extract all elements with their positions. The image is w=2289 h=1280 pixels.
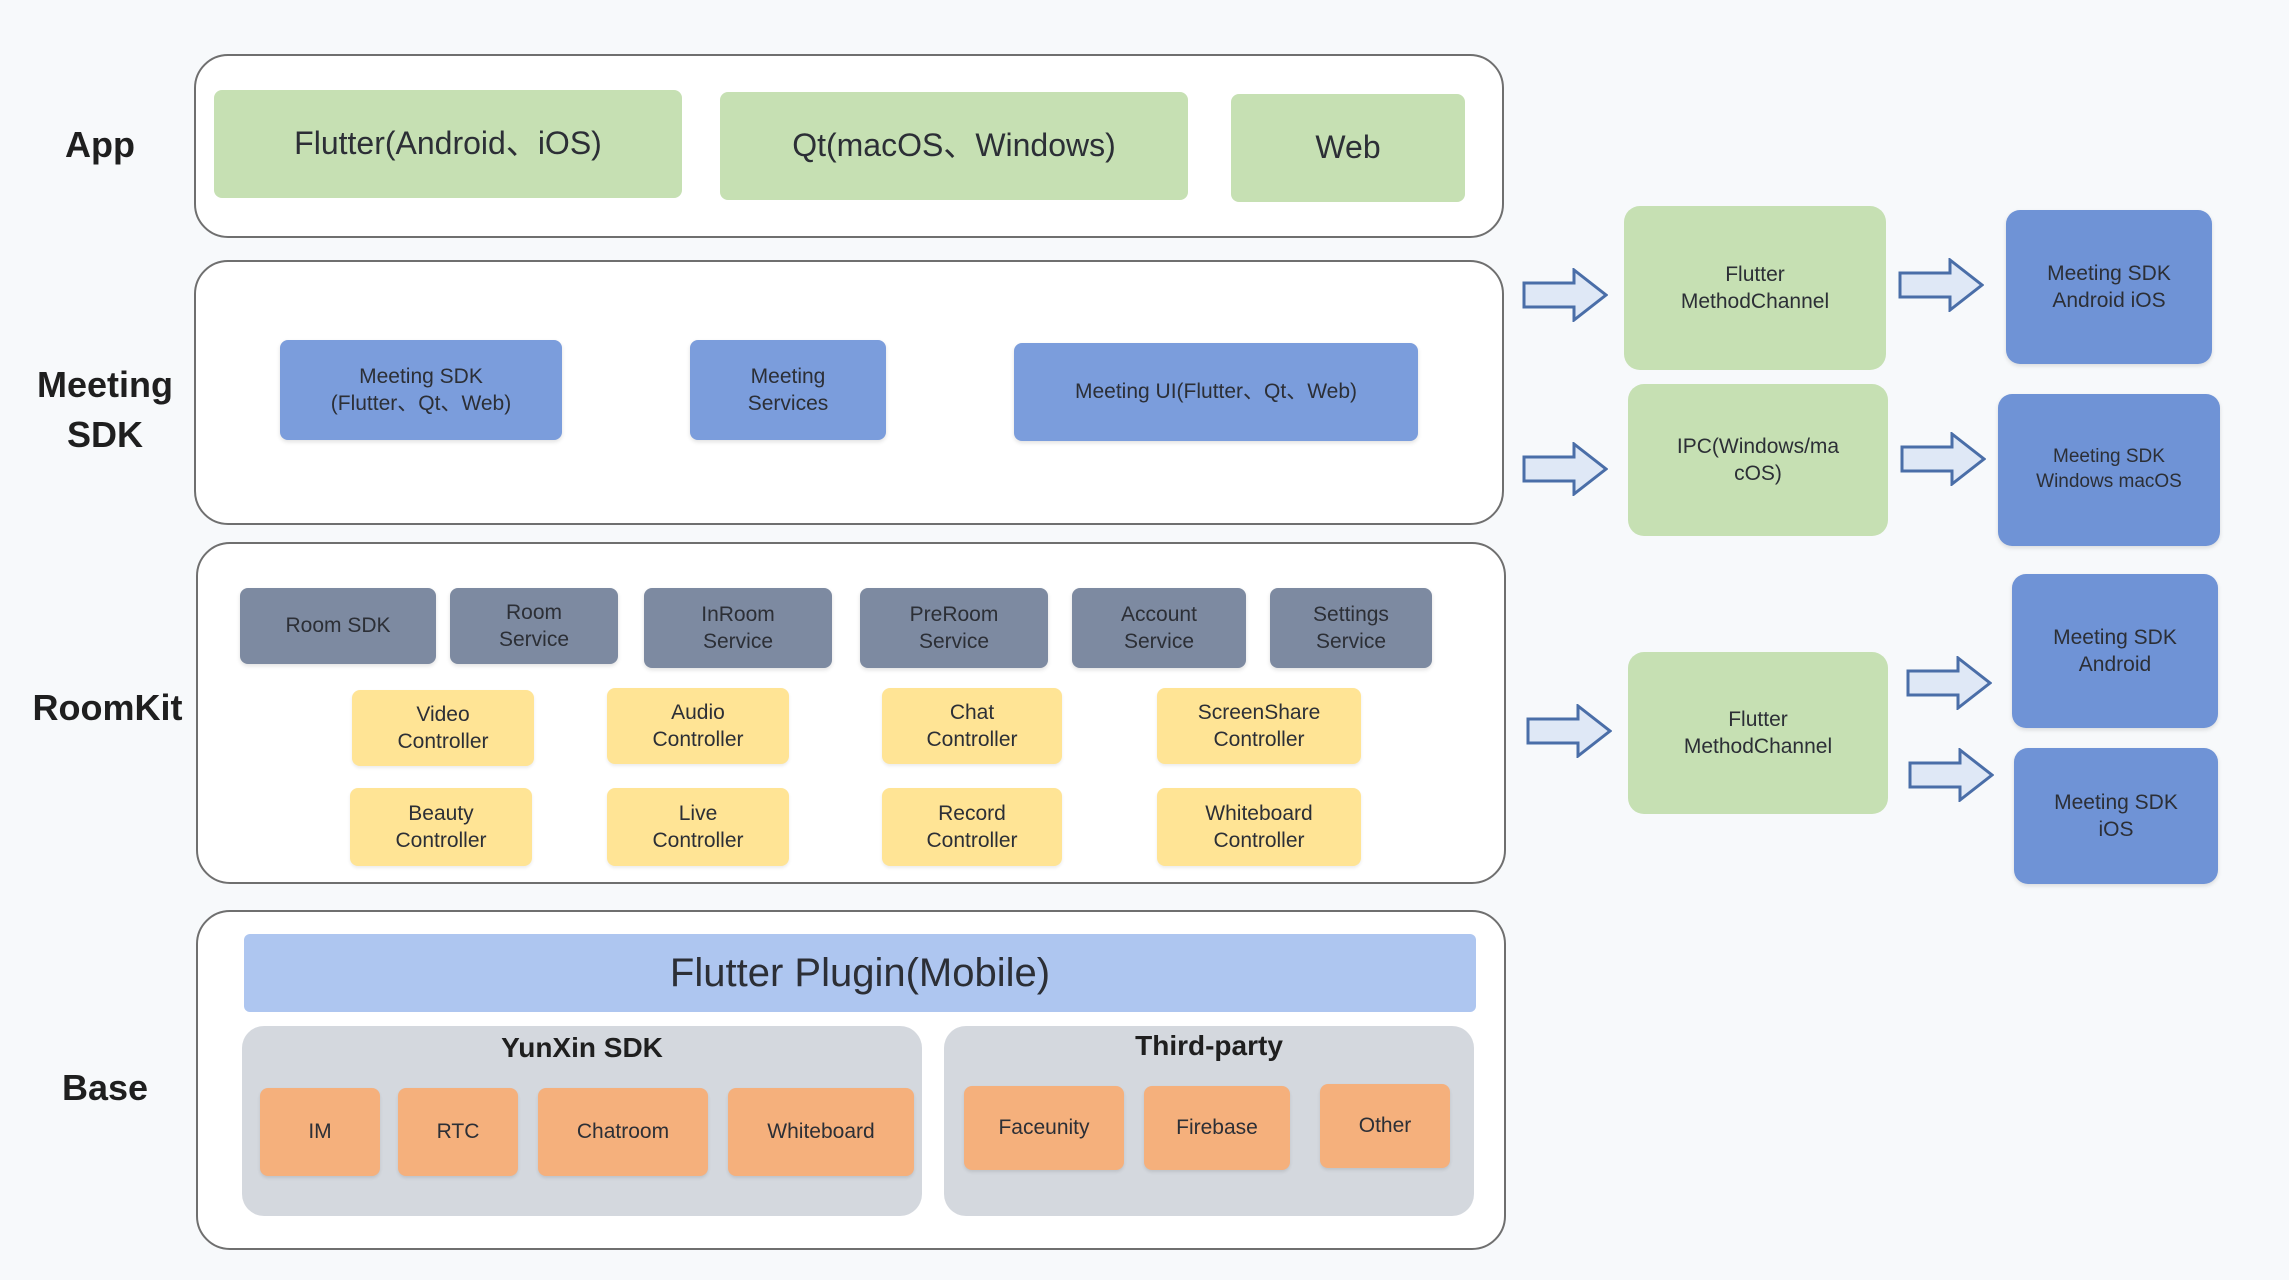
firebase-box: Firebase [1144, 1086, 1290, 1170]
arrow-channel-to-sdk-ios-icon [1908, 748, 1994, 802]
whiteboard-box: Whiteboard [728, 1088, 914, 1176]
live-controller-box: Live Controller [607, 788, 789, 866]
layer-label-roomkit: RoomKit [32, 687, 183, 728]
meeting-sdk-android-ios-box: Meeting SDK Android iOS [2006, 210, 2212, 364]
ipc-windows-macos-box: IPC(Windows/ma cOS) [1628, 384, 1888, 536]
room-sdk-box: Room SDK [240, 588, 436, 664]
rtc-box: RTC [398, 1088, 518, 1176]
arrow-meeting-to-channel-icon [1522, 268, 1608, 322]
yunxin-sdk-title: YunXin SDK [501, 1032, 663, 1063]
video-controller-box: Video Controller [352, 690, 534, 766]
arrow-roomkit-to-channel-icon [1526, 704, 1612, 758]
arrow-channel-to-sdk-android-icon [1906, 656, 1992, 710]
flutter-methodchannel-bottom-box: Flutter MethodChannel [1628, 652, 1888, 814]
meeting-sdk-android-box: Meeting SDK Android [2012, 574, 2218, 728]
inroom-service-box: InRoom Service [644, 588, 832, 668]
meeting-services-box: Meeting Services [690, 340, 886, 440]
other-box: Other [1320, 1084, 1450, 1168]
meeting-ui-box: Meeting UI(Flutter、Qt、Web) [1014, 343, 1418, 441]
preroom-service-box: PreRoom Service [860, 588, 1048, 668]
record-controller-box: Record Controller [882, 788, 1062, 866]
layer-label-meeting-sdk: Meeting SDK [36, 364, 173, 455]
whiteboard-controller-box: Whiteboard Controller [1157, 788, 1361, 866]
chatroom-box: Chatroom [538, 1088, 708, 1176]
app-web-box: Web [1231, 94, 1465, 202]
room-service-box: Room Service [450, 588, 618, 664]
layer-label-base: Base [61, 1067, 149, 1108]
screenshare-controller-box: ScreenShare Controller [1157, 688, 1361, 764]
meeting-sdk-ios-box: Meeting SDK iOS [2014, 748, 2218, 884]
faceunity-box: Faceunity [964, 1086, 1124, 1170]
layer-label-app: App [65, 124, 135, 165]
arrow-ipc-to-sdk-windows-macos-icon [1900, 432, 1986, 486]
app-qt-box: Qt(macOS、Windows) [720, 92, 1188, 200]
arrow-channel-to-sdk-android-ios-icon [1898, 258, 1984, 312]
audio-controller-box: Audio Controller [607, 688, 789, 764]
settings-service-box: Settings Service [1270, 588, 1432, 668]
im-box: IM [260, 1088, 380, 1176]
meeting-sdk-box: Meeting SDK (Flutter、Qt、Web) [280, 340, 562, 440]
chat-controller-box: Chat Controller [882, 688, 1062, 764]
account-service-box: Account Service [1072, 588, 1246, 668]
beauty-controller-box: Beauty Controller [350, 788, 532, 866]
third-party-title: Third-party [1135, 1030, 1283, 1061]
meeting-sdk-windows-macos-box: Meeting SDK Windows macOS [1998, 394, 2220, 546]
flutter-methodchannel-top-box: Flutter MethodChannel [1624, 206, 1886, 370]
flutter-plugin-bar: Flutter Plugin(Mobile) [244, 934, 1476, 1012]
arrow-meeting-to-ipc-icon [1522, 442, 1608, 496]
app-flutter-box: Flutter(Android、iOS) [214, 90, 682, 198]
